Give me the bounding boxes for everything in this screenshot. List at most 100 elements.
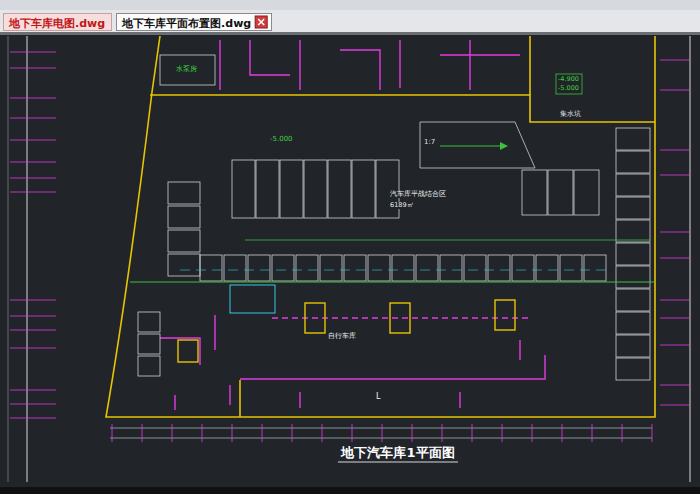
tick-line	[10, 390, 56, 391]
plan-label: 自行车库	[328, 333, 356, 340]
tab-title: 地下车库电图.dwg	[9, 17, 105, 30]
parking-stall	[138, 356, 160, 376]
tick-line	[382, 424, 383, 442]
parking-stall	[344, 255, 366, 281]
plan-label: -5.000	[270, 136, 293, 143]
parking-stall	[616, 174, 650, 196]
tick-line	[10, 300, 56, 301]
parking-stall	[512, 255, 534, 281]
parking-stall	[522, 170, 547, 215]
plan-label: L	[376, 393, 380, 401]
plan-label: -5.000	[558, 85, 579, 92]
parking-stall	[376, 160, 399, 218]
parking-stall	[464, 255, 486, 281]
tick-line	[442, 424, 443, 442]
tick-line	[10, 52, 56, 53]
tick-line	[10, 98, 56, 99]
tick-line	[10, 348, 56, 349]
tick-line	[142, 424, 143, 442]
parking-stall	[616, 335, 650, 357]
parking-stall	[232, 160, 255, 218]
axis-ticks	[10, 52, 690, 442]
close-button	[255, 16, 267, 28]
tick-line	[172, 424, 173, 442]
plan-label: 6189㎡	[390, 202, 414, 209]
parking-stall	[168, 182, 200, 204]
tick-line	[472, 424, 473, 442]
tick-line	[10, 418, 56, 419]
rooms	[160, 55, 582, 94]
tick-line	[10, 192, 56, 193]
parking-stall	[616, 266, 650, 288]
tick-line	[660, 300, 690, 301]
parking-stall	[616, 312, 650, 334]
parking-stall	[536, 255, 558, 281]
tick-line	[660, 90, 690, 91]
parking-stall	[368, 255, 390, 281]
tick-line	[592, 424, 593, 442]
parking-stall	[168, 206, 200, 228]
parking-stalls	[138, 128, 650, 380]
building-outline	[106, 36, 655, 417]
parking-stall	[138, 312, 160, 332]
tab-icon-layer	[0, 0, 700, 40]
tick-line	[660, 175, 690, 176]
tick-line	[562, 424, 563, 442]
tick-line	[10, 330, 56, 331]
tick-line	[660, 232, 690, 233]
tick-line	[112, 424, 113, 442]
tick-line	[660, 345, 690, 346]
parking-stall	[272, 255, 294, 281]
tick-line	[532, 424, 533, 442]
tick-line	[660, 150, 690, 151]
parking-stall	[248, 255, 270, 281]
parking-stall	[296, 255, 318, 281]
tick-line	[262, 424, 263, 442]
parking-stall	[616, 289, 650, 311]
file-tab: 地下车库平面布置图.dwg	[116, 13, 272, 31]
parking-stall	[488, 255, 510, 281]
tick-line	[502, 424, 503, 442]
parking-stall	[616, 243, 650, 265]
parking-stall	[440, 255, 462, 281]
dimension-lines	[110, 428, 652, 462]
drawing-title: 地下汽车库1平面图	[341, 446, 454, 459]
tab-close-icon	[255, 16, 267, 28]
parking-stall	[352, 160, 375, 218]
tick-line	[10, 162, 56, 163]
plan-label: 1:7	[424, 139, 435, 146]
drawing-frame	[8, 36, 690, 482]
tick-line	[10, 118, 56, 119]
parking-stall	[616, 151, 650, 173]
parking-stall	[328, 160, 351, 218]
tick-line	[10, 316, 56, 317]
tab-bar-edge	[0, 32, 700, 35]
grid-axes	[130, 240, 655, 313]
tick-line	[412, 424, 413, 442]
tick-line	[10, 140, 56, 141]
plan-label: 集水坑	[560, 111, 581, 118]
parking-stall	[616, 128, 650, 150]
tick-line	[660, 405, 690, 406]
tick-line	[202, 424, 203, 442]
walls	[160, 40, 545, 410]
tick-line	[660, 258, 690, 259]
model-space	[0, 35, 700, 487]
status-edge	[0, 487, 700, 494]
tick-line	[292, 424, 293, 442]
tick-line	[660, 385, 690, 386]
parking-stall	[392, 255, 414, 281]
parking-stall	[574, 170, 599, 215]
close-cross	[258, 19, 264, 25]
tick-line	[660, 60, 690, 61]
ramp	[420, 122, 535, 168]
tick-line	[660, 318, 690, 319]
parking-stall	[320, 255, 342, 281]
parking-stall	[224, 255, 246, 281]
tick-line	[232, 424, 233, 442]
plan-label: 汽车库平战结合区	[390, 191, 446, 198]
tick-line	[322, 424, 323, 442]
parking-stall	[168, 254, 200, 276]
stair-cores	[178, 300, 515, 362]
tick-line	[352, 424, 353, 442]
